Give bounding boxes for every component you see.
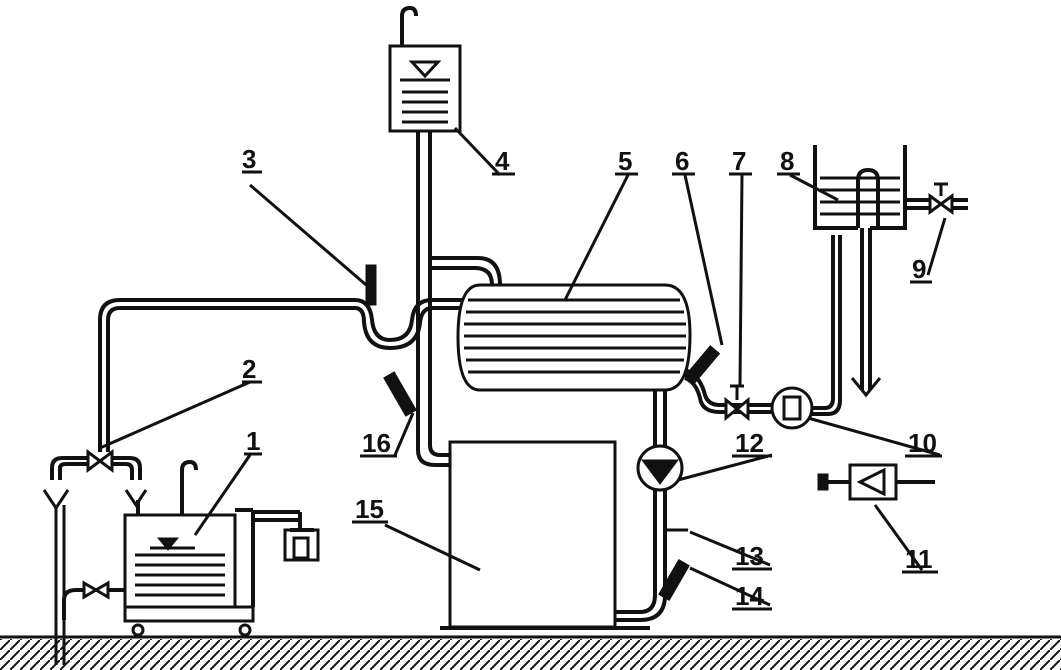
callout-12: 12: [735, 428, 764, 458]
return-pipe: [615, 390, 690, 622]
drain-funnel-left: [42, 489, 70, 665]
callout-11: 11: [905, 544, 933, 574]
tank-outlet-valve: [62, 580, 125, 620]
callout-1: 1: [246, 426, 260, 456]
float-chamber: [253, 510, 320, 562]
callout-6: 6: [675, 146, 689, 176]
thermometer-16: [383, 371, 417, 417]
condenser: [432, 256, 692, 392]
callout-10: 10: [908, 428, 937, 458]
flow-meter: [770, 235, 842, 430]
head-tank: [388, 5, 462, 467]
callout-15: 15: [355, 494, 384, 524]
callout-3: 3: [242, 144, 256, 174]
callout-9: 9: [912, 254, 926, 284]
heater-block: [440, 440, 650, 630]
callout-7: 7: [732, 146, 746, 176]
overflow-tank: [813, 145, 968, 398]
outlet-line: [683, 345, 772, 422]
callout-labels: 3 2 1 4 5 6 7 8 9 10 11 12 13 14 15 16: [242, 144, 942, 611]
callout-4: 4: [495, 146, 510, 176]
callout-8: 8: [780, 146, 794, 176]
check-valve-symbol: [817, 463, 935, 501]
ground: [0, 635, 1061, 670]
callout-14: 14: [735, 581, 764, 611]
leader-lines: [99, 126, 947, 607]
supply-tank: [123, 459, 255, 637]
supply-pipe: [98, 298, 470, 351]
callout-5: 5: [618, 146, 632, 176]
three-way-valve: [50, 320, 148, 508]
callout-13: 13: [735, 541, 764, 571]
callout-16: 16: [362, 428, 391, 458]
callout-2: 2: [242, 354, 256, 384]
